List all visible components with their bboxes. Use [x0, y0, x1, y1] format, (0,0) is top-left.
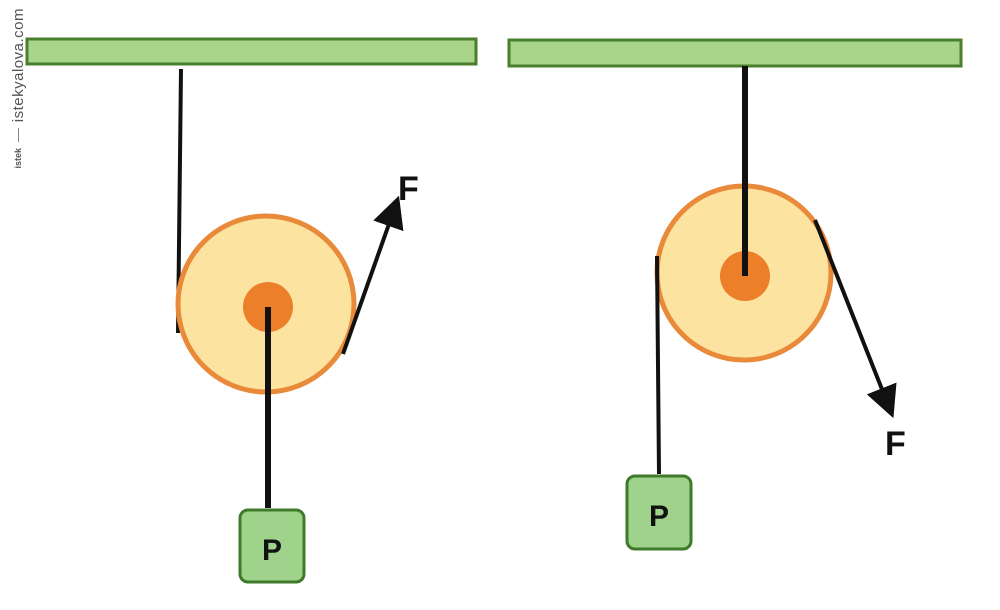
figure-fixed-pulley: F P	[507, 38, 963, 551]
watermark-divider	[17, 128, 19, 143]
force-arrow	[813, 219, 897, 419]
ceiling-beam	[507, 38, 963, 68]
force-arrow	[341, 195, 404, 355]
figure-movable-pulley: F P	[25, 37, 478, 584]
weight-block	[625, 474, 693, 551]
weight-label: P	[262, 534, 282, 567]
ceiling-beam	[25, 37, 478, 66]
weight-rope	[655, 255, 661, 475]
force-label: F	[885, 425, 906, 463]
watermark: istekyalova.com istek	[4, 8, 32, 198]
weight-label: P	[649, 500, 669, 533]
weight-block	[238, 508, 306, 584]
force-label: F	[398, 170, 419, 208]
